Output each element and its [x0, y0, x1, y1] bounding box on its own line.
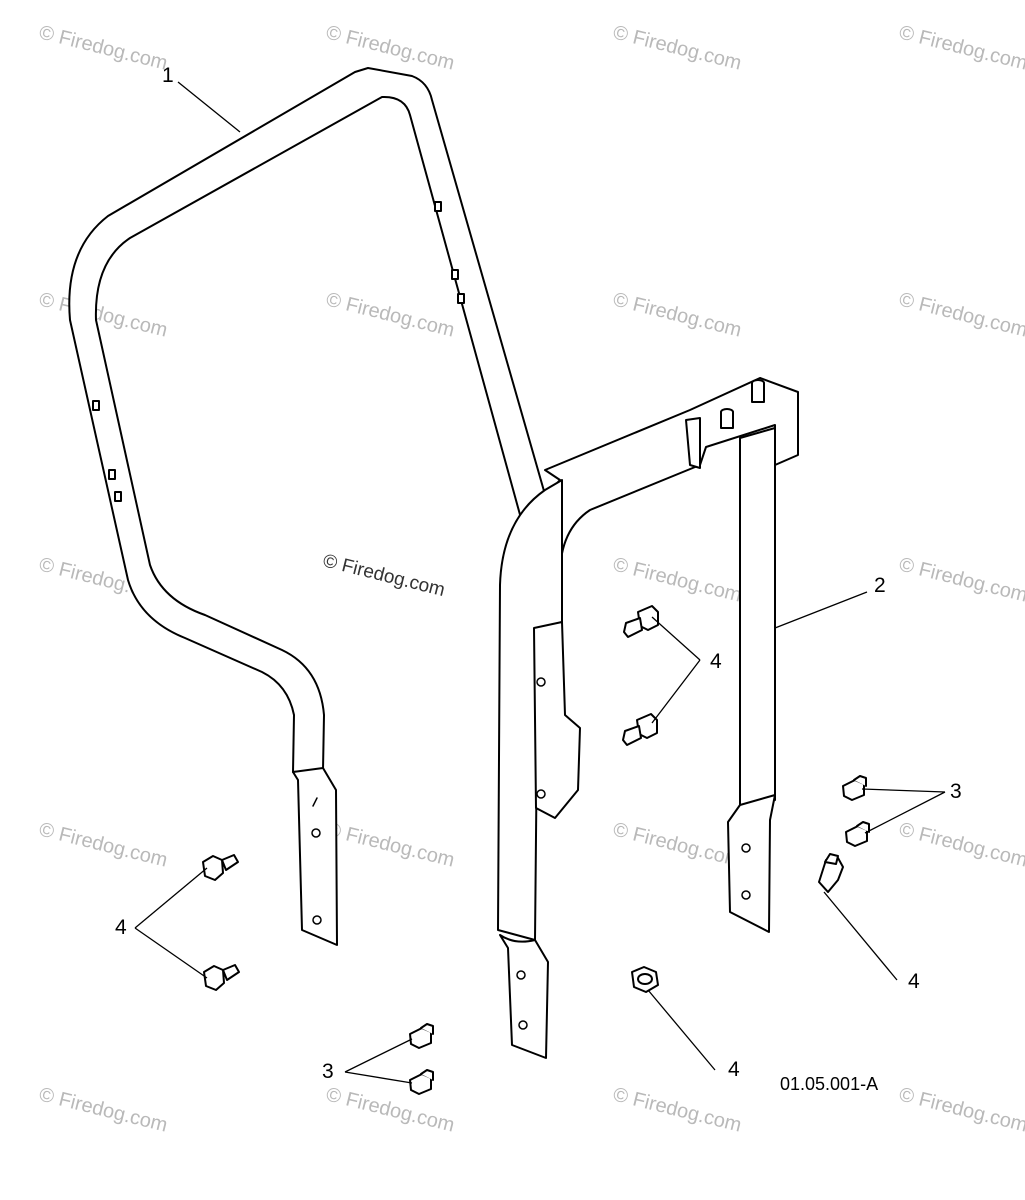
bolt-bottom-upper[interactable] — [409, 1023, 434, 1049]
mount-hole — [516, 970, 526, 980]
watermark: © Firedog.com — [611, 22, 744, 75]
pin-center-lower[interactable] — [622, 713, 658, 746]
watermark: © Firedog.com — [611, 819, 744, 872]
callout-label: 4 — [728, 1058, 740, 1081]
bolt-right-lower[interactable] — [845, 821, 870, 847]
bolt-right-upper[interactable] — [842, 775, 867, 801]
watermark: © Firedog.com — [897, 554, 1025, 607]
watermark: © Firedog.com — [37, 1084, 170, 1137]
mount-hole — [312, 915, 322, 925]
callout-label: 1 — [162, 64, 174, 87]
callout-label: 3 — [950, 780, 962, 803]
mount-hole — [311, 828, 321, 838]
callout-label: 2 — [874, 574, 886, 597]
watermark: © Firedog.com — [611, 1084, 744, 1137]
pin-center-upper[interactable] — [623, 605, 659, 638]
weld-tab — [451, 269, 459, 280]
flange-nut[interactable] — [631, 966, 659, 993]
watermark: © Firedog.com — [324, 819, 457, 872]
watermark: © Firedog.com — [37, 22, 170, 75]
figure-code: 01.05.001-A — [780, 1074, 878, 1094]
watermark: © Firedog.com — [37, 819, 170, 872]
mount-hole — [741, 890, 751, 900]
watermark: © Firedog.com — [324, 1084, 457, 1137]
watermark: © Firedog.com — [324, 22, 457, 75]
callout-label: 4 — [908, 970, 920, 993]
weld-tab — [434, 201, 442, 212]
callout-label: 4 — [710, 650, 722, 673]
weld-tab — [108, 469, 116, 480]
roll-bar-left-tube[interactable] — [68, 67, 549, 946]
bolt-bottom-lower[interactable] — [409, 1069, 434, 1095]
watermark-center: © Firedog.com — [321, 550, 447, 601]
pin-left-upper[interactable] — [202, 854, 239, 881]
weld-tab — [457, 293, 465, 304]
watermark: © Firedog.com — [897, 1084, 1025, 1137]
weld-tab — [92, 400, 100, 411]
pin-right[interactable] — [818, 853, 844, 893]
watermark: © Firedog.com — [611, 554, 744, 607]
watermark: © Firedog.com — [897, 22, 1025, 75]
roll-bar-right-frame[interactable] — [497, 377, 799, 1059]
mount-hole — [536, 789, 546, 799]
watermark: © Firedog.com — [324, 289, 457, 342]
callout-label: 4 — [115, 916, 127, 939]
watermark: © Firedog.com — [37, 289, 170, 342]
mount-hole — [741, 843, 751, 853]
weld-tab — [114, 491, 122, 502]
mount-hole — [518, 1020, 528, 1030]
leader-lines — [134, 81, 946, 1084]
callout-label: 3 — [322, 1060, 334, 1083]
watermark: © Firedog.com — [897, 289, 1025, 342]
pin-left-lower[interactable] — [203, 964, 240, 991]
watermark: © Firedog.com — [611, 289, 744, 342]
mount-hole — [536, 677, 546, 687]
watermark: © Firedog.com — [897, 819, 1025, 872]
